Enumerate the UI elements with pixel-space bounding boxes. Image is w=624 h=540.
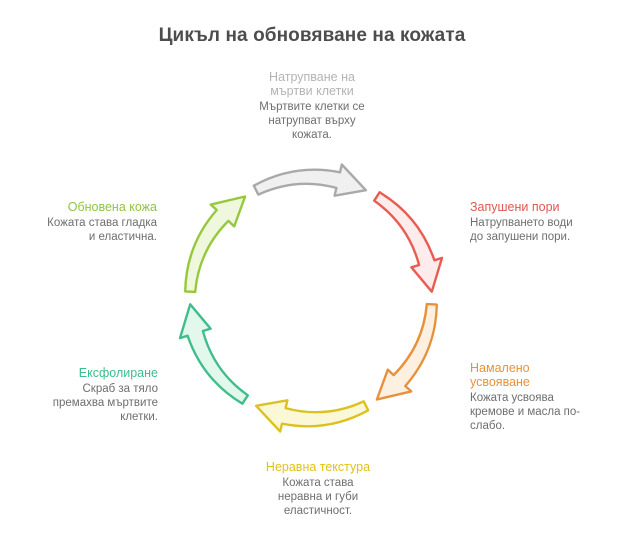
step-description: Кожата става гладка и еластична. [47,217,157,243]
arrow-clogged-pores [373,191,444,293]
step-exfoliation: Ексфолиране Скраб за тяло премахва мъртв… [23,366,158,424]
arrow-renewed-skin [184,195,247,294]
arrow-exfoliation [178,303,249,405]
arrow-uneven-texture [254,399,370,433]
step-clogged-pores: Запушени пори Натрупването води до запуш… [470,200,610,244]
step-heading: Ексфолиране [78,366,158,380]
diagram-title: Цикъл на обновяване на кожата [158,25,466,46]
step-description: Скраб за тяло премахва мъртвите клетки. [52,383,158,423]
step-description: Кожата става неравна и губи еластичност. [277,477,359,517]
step-reduced-absorption: Намалено усвояване Кожата усвоява кремов… [470,361,610,433]
step-description: Натрупването води до запушени пори. [470,217,573,243]
step-renewed-skin: Обновена кожа Кожата става гладка и елас… [22,200,157,244]
step-heading: Натрупване на мъртви клетки [269,70,355,98]
step-heading: Намалено усвояване [470,361,530,389]
step-uneven-texture: Неравна текстура Кожата става неравна и … [248,460,388,518]
arrow-reduced-absorption [375,302,438,401]
step-heading: Запушени пори [470,200,560,214]
step-heading: Обновена кожа [67,200,157,214]
arrow-dead-cell-buildup [252,163,368,197]
step-dead-cell-buildup: Натрупване на мъртви клетки Мъртвите кле… [237,70,387,142]
step-description: Мъртвите клетки се натрупват върху кожат… [259,101,365,141]
step-heading: Неравна текстура [265,460,371,474]
step-description: Кожата усвоява кремове и масла по-слабо. [470,392,581,432]
